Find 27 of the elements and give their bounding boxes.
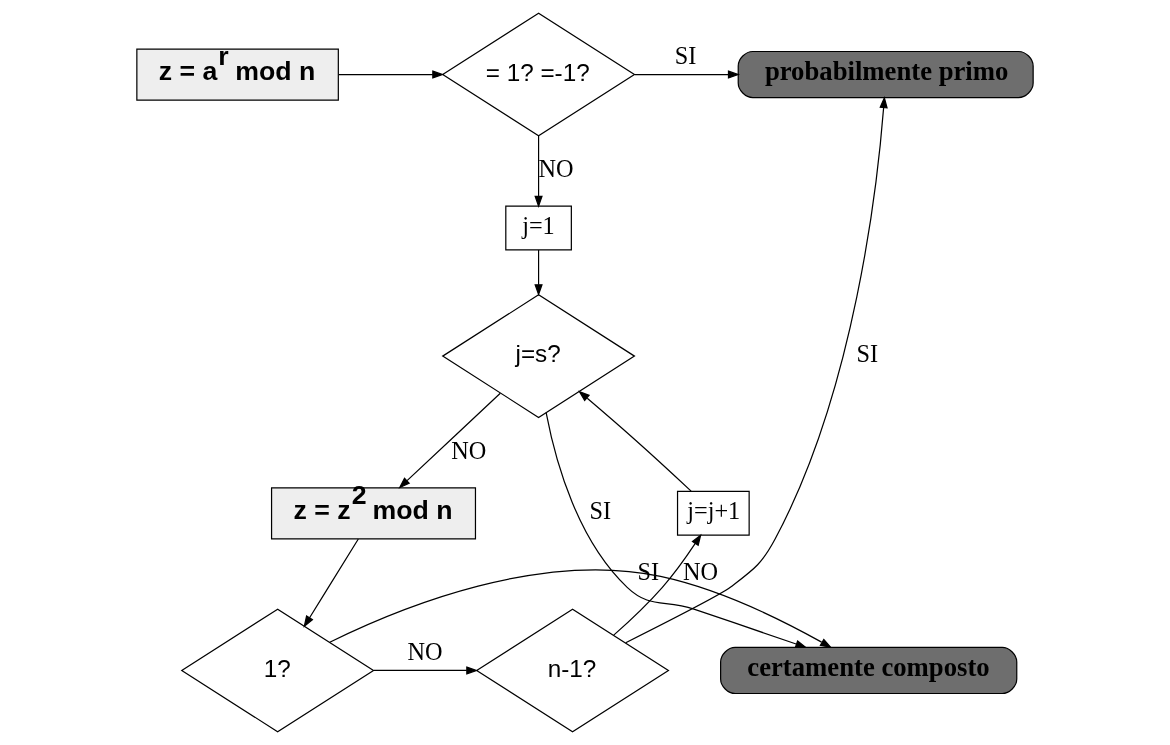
arrow — [613, 533, 702, 636]
arrow — [545, 412, 808, 648]
node-box: certamente composto — [720, 646, 1018, 695]
arrow — [625, 96, 888, 644]
arrow — [373, 666, 479, 675]
node-diamond: 1? — [180, 608, 375, 733]
arrow — [329, 569, 833, 649]
arrow — [534, 249, 543, 297]
edge-label: NO — [538, 155, 574, 183]
node-diamond: j=s? — [441, 294, 636, 419]
edge-label: NO — [451, 436, 487, 464]
node-diamond: = 1? =-1? — [441, 12, 636, 137]
edge-label: SI — [856, 340, 879, 368]
arrow — [578, 390, 692, 492]
node-diamond: n-1? — [475, 608, 670, 733]
node-box: j=j+1 — [676, 490, 750, 536]
node-box: probabilmente primo — [737, 50, 1034, 99]
arrow — [398, 392, 501, 489]
arrow — [534, 135, 543, 208]
node-box: j=1 — [505, 205, 572, 251]
edge-label: NO — [407, 637, 443, 665]
arrow — [634, 70, 741, 79]
edge-label: NO — [683, 558, 719, 586]
edge-label: SI — [589, 497, 612, 525]
arrow — [338, 70, 445, 79]
edge-label: SI — [674, 41, 697, 69]
arrow — [303, 538, 359, 628]
